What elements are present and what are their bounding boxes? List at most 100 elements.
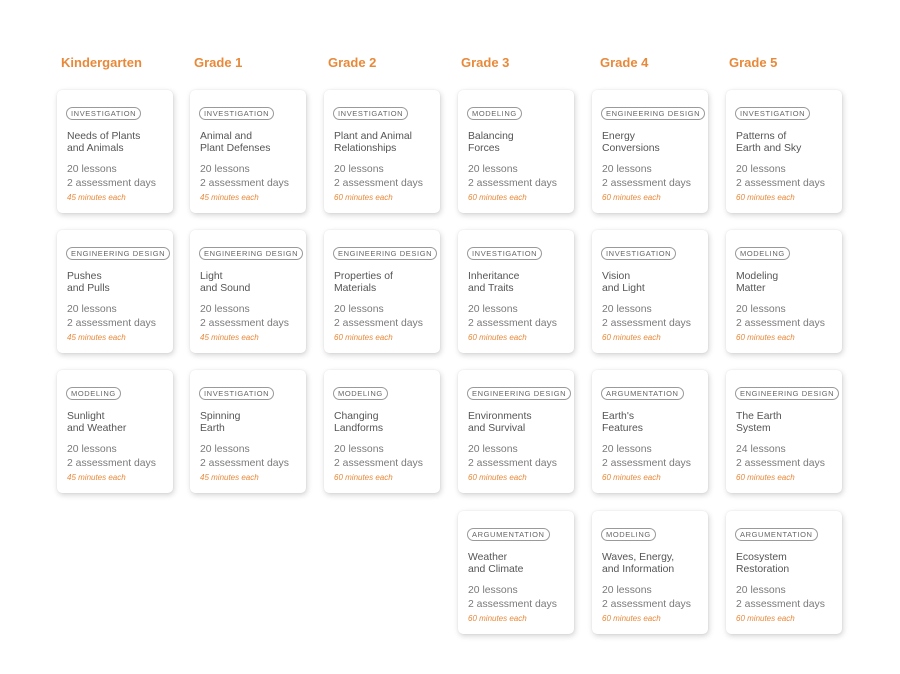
unit-card[interactable]: ENGINEERING DESIGN Environments and Surv… <box>458 370 574 493</box>
unit-lessons: 20 lessons <box>334 304 384 315</box>
unit-card[interactable]: ENGINEERING DESIGN Properties of Materia… <box>324 230 440 353</box>
unit-card[interactable]: INVESTIGATION Vision and Light 20 lesson… <box>592 230 708 353</box>
unit-title: Ecosystem Restoration <box>736 552 790 575</box>
unit-assessment: 2 assessment days <box>468 178 557 189</box>
unit-duration: 60 minutes each <box>736 193 795 202</box>
unit-card[interactable]: MODELING Sunlight and Weather 20 lessons… <box>57 370 173 493</box>
unit-lessons: 20 lessons <box>334 444 384 455</box>
unit-duration: 60 minutes each <box>334 193 393 202</box>
unit-card[interactable]: ARGUMENTATION Ecosystem Restoration 20 l… <box>726 511 842 634</box>
unit-assessment: 2 assessment days <box>468 599 557 610</box>
unit-card[interactable]: INVESTIGATION Plant and Animal Relations… <box>324 90 440 213</box>
unit-title: Energy Conversions <box>602 131 660 154</box>
unit-title: Vision and Light <box>602 271 645 294</box>
unit-type-badge: MODELING <box>66 386 121 400</box>
unit-type-badge: ENGINEERING DESIGN <box>467 386 572 400</box>
unit-duration: 45 minutes each <box>67 193 126 202</box>
unit-assessment: 2 assessment days <box>736 458 825 469</box>
unit-assessment: 2 assessment days <box>736 178 825 189</box>
unit-duration: 60 minutes each <box>602 473 661 482</box>
unit-lessons: 20 lessons <box>334 164 384 175</box>
unit-card[interactable]: MODELING Balancing Forces 20 lessons 2 a… <box>458 90 574 213</box>
unit-lessons: 20 lessons <box>468 304 518 315</box>
unit-title: Patterns of Earth and Sky <box>736 131 802 154</box>
unit-type-badge: INVESTIGATION <box>199 386 275 400</box>
unit-title: Light and Sound <box>200 271 251 294</box>
unit-type-badge: ENGINEERING DESIGN <box>66 246 171 260</box>
unit-card[interactable]: INVESTIGATION Needs of Plants and Animal… <box>57 90 173 213</box>
unit-assessment: 2 assessment days <box>602 178 691 189</box>
unit-duration: 60 minutes each <box>736 614 795 623</box>
unit-card[interactable]: MODELING Changing Landforms 20 lessons 2… <box>324 370 440 493</box>
unit-type-badge: MODELING <box>601 527 656 541</box>
unit-assessment: 2 assessment days <box>200 178 289 189</box>
unit-type-badge: MODELING <box>467 106 522 120</box>
unit-assessment: 2 assessment days <box>602 318 691 329</box>
unit-duration: 60 minutes each <box>468 193 527 202</box>
unit-assessment: 2 assessment days <box>334 458 423 469</box>
unit-type-badge: ENGINEERING DESIGN <box>735 386 840 400</box>
unit-title: Balancing Forces <box>468 131 514 154</box>
unit-type-badge: INVESTIGATION <box>467 246 543 260</box>
grade-header-grade-4: Grade 4 <box>600 55 649 70</box>
unit-lessons: 20 lessons <box>602 304 652 315</box>
grade-header-kindergarten: Kindergarten <box>61 55 142 70</box>
unit-assessment: 2 assessment days <box>334 318 423 329</box>
unit-assessment: 2 assessment days <box>334 178 423 189</box>
unit-title: Plant and Animal Relationships <box>334 131 412 154</box>
unit-assessment: 2 assessment days <box>67 458 156 469</box>
unit-title: The Earth System <box>736 411 782 434</box>
unit-title: Environments and Survival <box>468 411 532 434</box>
unit-lessons: 20 lessons <box>468 585 518 596</box>
unit-lessons: 20 lessons <box>200 304 250 315</box>
unit-lessons: 20 lessons <box>67 444 117 455</box>
unit-type-badge: ENGINEERING DESIGN <box>333 246 438 260</box>
unit-type-badge: INVESTIGATION <box>735 106 811 120</box>
unit-assessment: 2 assessment days <box>200 318 289 329</box>
unit-lessons: 20 lessons <box>602 585 652 596</box>
unit-card[interactable]: INVESTIGATION Spinning Earth 20 lessons … <box>190 370 306 493</box>
unit-lessons: 20 lessons <box>736 304 786 315</box>
unit-lessons: 24 lessons <box>736 444 786 455</box>
unit-duration: 45 minutes each <box>200 333 259 342</box>
unit-lessons: 20 lessons <box>468 164 518 175</box>
unit-card[interactable]: ENGINEERING DESIGN The Earth System 24 l… <box>726 370 842 493</box>
unit-assessment: 2 assessment days <box>468 458 557 469</box>
unit-duration: 60 minutes each <box>602 333 661 342</box>
unit-card[interactable]: ARGUMENTATION Earth's Features 20 lesson… <box>592 370 708 493</box>
unit-card[interactable]: ENGINEERING DESIGN Pushes and Pulls 20 l… <box>57 230 173 353</box>
unit-card[interactable]: MODELING Modeling Matter 20 lessons 2 as… <box>726 230 842 353</box>
unit-duration: 45 minutes each <box>200 193 259 202</box>
unit-title: Weather and Climate <box>468 552 524 575</box>
unit-type-badge: ENGINEERING DESIGN <box>199 246 304 260</box>
unit-assessment: 2 assessment days <box>602 458 691 469</box>
unit-lessons: 20 lessons <box>602 444 652 455</box>
unit-type-badge: ENGINEERING DESIGN <box>601 106 706 120</box>
unit-card[interactable]: INVESTIGATION Patterns of Earth and Sky … <box>726 90 842 213</box>
unit-duration: 60 minutes each <box>602 193 661 202</box>
unit-card[interactable]: ENGINEERING DESIGN Light and Sound 20 le… <box>190 230 306 353</box>
unit-title: Modeling Matter <box>736 271 779 294</box>
unit-assessment: 2 assessment days <box>200 458 289 469</box>
unit-type-badge: INVESTIGATION <box>333 106 409 120</box>
unit-card[interactable]: ENGINEERING DESIGN Energy Conversions 20… <box>592 90 708 213</box>
unit-type-badge: INVESTIGATION <box>199 106 275 120</box>
unit-assessment: 2 assessment days <box>67 318 156 329</box>
unit-type-badge: ARGUMENTATION <box>735 527 818 541</box>
unit-lessons: 20 lessons <box>67 164 117 175</box>
grade-header-grade-5: Grade 5 <box>729 55 778 70</box>
unit-assessment: 2 assessment days <box>736 599 825 610</box>
unit-card[interactable]: ARGUMENTATION Weather and Climate 20 les… <box>458 511 574 634</box>
unit-lessons: 20 lessons <box>736 585 786 596</box>
unit-duration: 60 minutes each <box>334 473 393 482</box>
unit-assessment: 2 assessment days <box>602 599 691 610</box>
unit-title: Earth's Features <box>602 411 644 434</box>
unit-duration: 60 minutes each <box>468 333 527 342</box>
unit-title: Needs of Plants and Animals <box>67 131 141 154</box>
unit-title: Changing Landforms <box>334 411 384 434</box>
unit-title: Animal and Plant Defenses <box>200 131 271 154</box>
unit-card[interactable]: MODELING Waves, Energy, and Information … <box>592 511 708 634</box>
unit-type-badge: MODELING <box>735 246 790 260</box>
unit-card[interactable]: INVESTIGATION Animal and Plant Defenses … <box>190 90 306 213</box>
unit-card[interactable]: INVESTIGATION Inheritance and Traits 20 … <box>458 230 574 353</box>
